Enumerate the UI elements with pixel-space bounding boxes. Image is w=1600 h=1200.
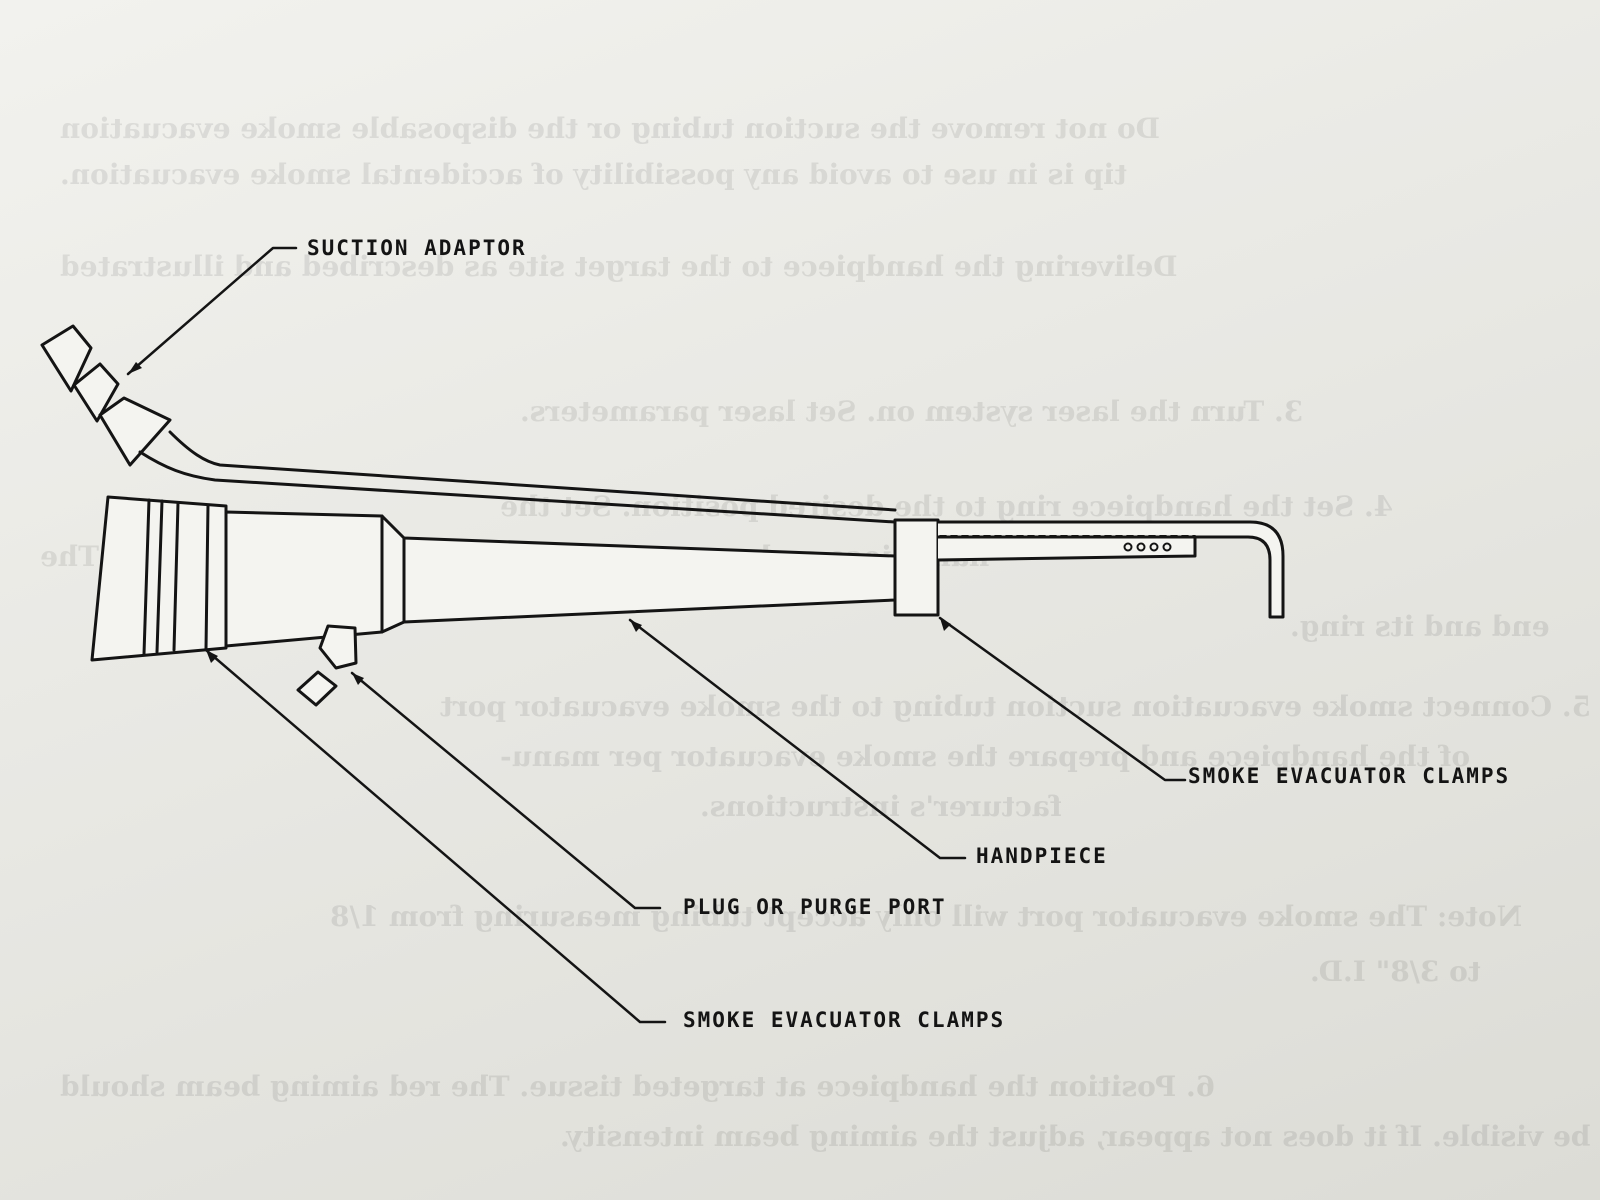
grip-with-rings [90,495,228,662]
label-handpiece: HANDPIECE [976,844,1108,868]
label-plug-or-purge-port: PLUG OR PURGE PORT [683,895,947,919]
leader-tip-clamp [938,616,1187,782]
leader-handpiece [628,618,967,860]
label-smoke-evacuator-clamps-grip: SMOKE EVACUATOR CLAMPS [683,1008,1006,1032]
leader-suction-adaptor [126,246,298,376]
suction-tube [138,430,897,524]
leader-lines [126,246,1187,1024]
suction-adaptor-part [40,324,172,467]
handpiece-body [224,510,897,648]
tip-clamp [893,518,940,617]
leader-purge-port [350,671,662,910]
leader-arrowheads [128,362,951,685]
tip-nozzle [936,520,1285,619]
purge-port [296,624,358,707]
label-smoke-evacuator-clamps-tip: SMOKE EVACUATOR CLAMPS [1188,764,1511,788]
label-suction-adaptor: SUCTION ADAPTOR [307,236,527,260]
leader-grip-clamps [204,648,667,1024]
